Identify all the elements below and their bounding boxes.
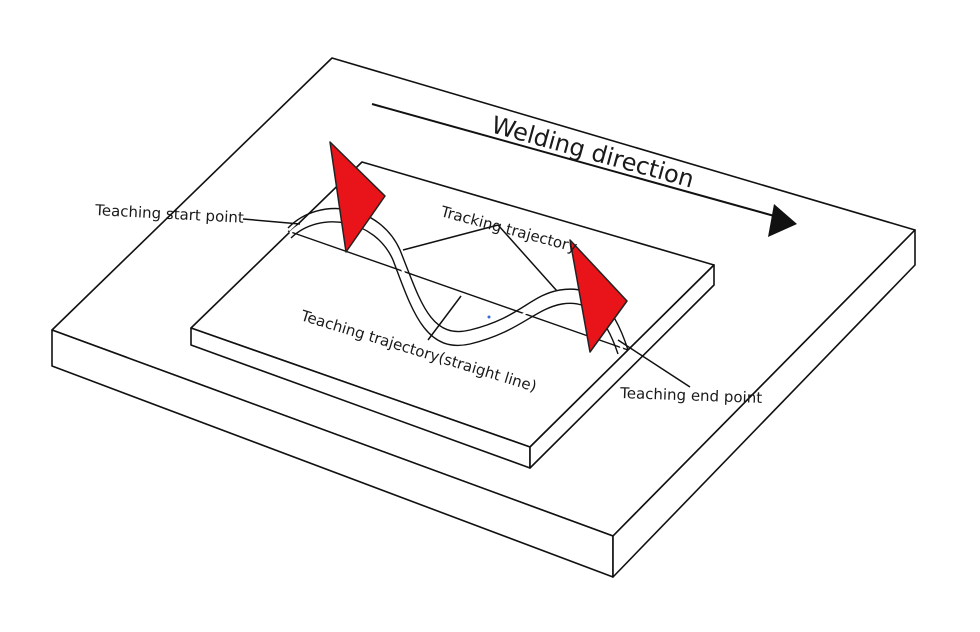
teaching-trajectory-line [287,230,629,351]
workpiece-side-face [529,264,715,469]
marker-dot [487,315,491,319]
end-point-leader [617,339,691,388]
tracking-trajectory-leaders [402,224,558,292]
start-point-leader [242,218,301,225]
workpiece-plate [190,161,715,469]
teaching-end-point-label: Teaching end point [619,384,763,407]
base-plate-side-face [612,229,916,578]
welding-direction-arrow [371,103,797,237]
arrow-head-icon [768,204,797,237]
start-point-flag-icon [329,141,386,253]
teaching-trajectory-leader [427,295,462,341]
end-point-flag-icon [569,239,628,353]
